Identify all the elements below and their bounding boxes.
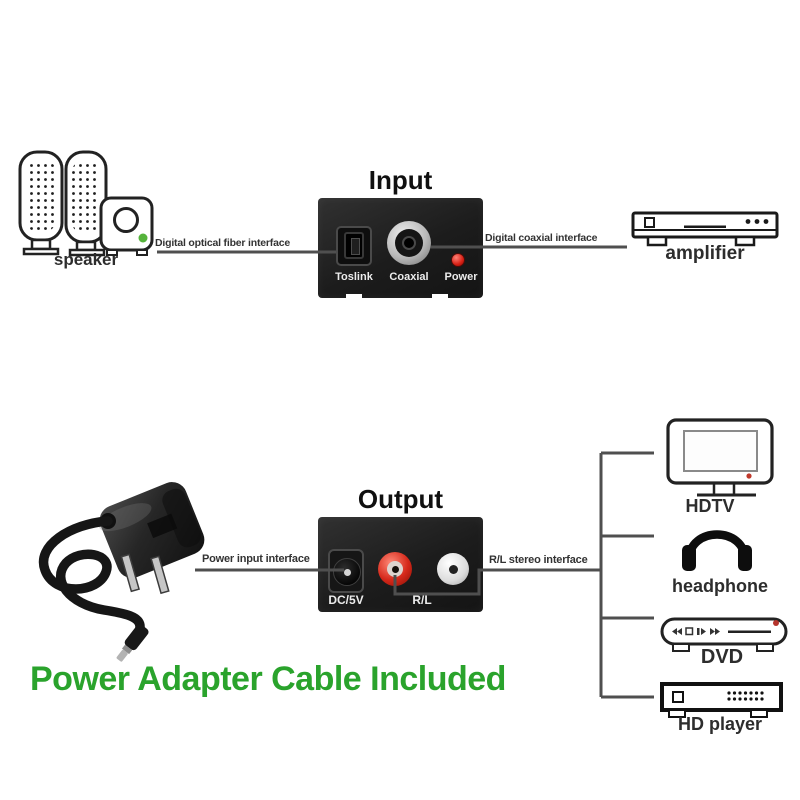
subwoofer-icon: [99, 196, 154, 256]
speaker-system-icon: [18, 150, 154, 257]
toslink-port-label: Toslink: [335, 271, 373, 283]
speaker-tower-icon: [64, 150, 108, 257]
hd-player-icon: [660, 682, 783, 718]
dc-jack-icon: [328, 549, 364, 593]
input-title: Input: [368, 165, 433, 195]
power-adapter-icon: [38, 482, 205, 662]
rca-white-port-icon: [437, 553, 469, 585]
hdtv-icon: [666, 418, 774, 497]
dc-port-label: DC/5V: [328, 593, 364, 607]
output-converter-box: DC/5V R/L: [318, 517, 483, 612]
dvd-label: DVD: [700, 646, 744, 668]
output-title: Output: [357, 484, 444, 514]
hdtv-label: HDTV: [685, 496, 735, 516]
amplifier-label: amplifier: [665, 243, 745, 264]
included-note: Power Adapter Cable Included: [30, 660, 506, 698]
dvd-player-icon: [660, 617, 788, 652]
headphone-label: headphone: [671, 576, 768, 596]
speaker-label: speaker: [53, 250, 119, 269]
input-converter-box: Toslink Coaxial Power: [318, 198, 483, 298]
speaker-tower-icon: [18, 150, 64, 256]
power-port-label: Power: [444, 271, 478, 283]
coaxial-interface-label: Digital coaxial interface: [485, 232, 598, 244]
coaxial-port-icon: [387, 221, 431, 265]
amplifier-icon: [631, 211, 779, 247]
optical-interface-label: Digital optical fiber interface: [155, 237, 290, 249]
coaxial-port-label: Coaxial: [389, 271, 429, 283]
rl-port-label: R/L: [412, 593, 432, 607]
rca-red-port-icon: [378, 552, 412, 586]
stereo-interface-label: R/L stereo interface: [489, 554, 588, 566]
hd-player-label: HD player: [677, 714, 763, 734]
headphone-icon: [682, 530, 752, 571]
power-interface-label: Power input interface: [202, 553, 310, 565]
power-led-icon: [451, 253, 465, 267]
toslink-port-icon: [336, 226, 372, 266]
